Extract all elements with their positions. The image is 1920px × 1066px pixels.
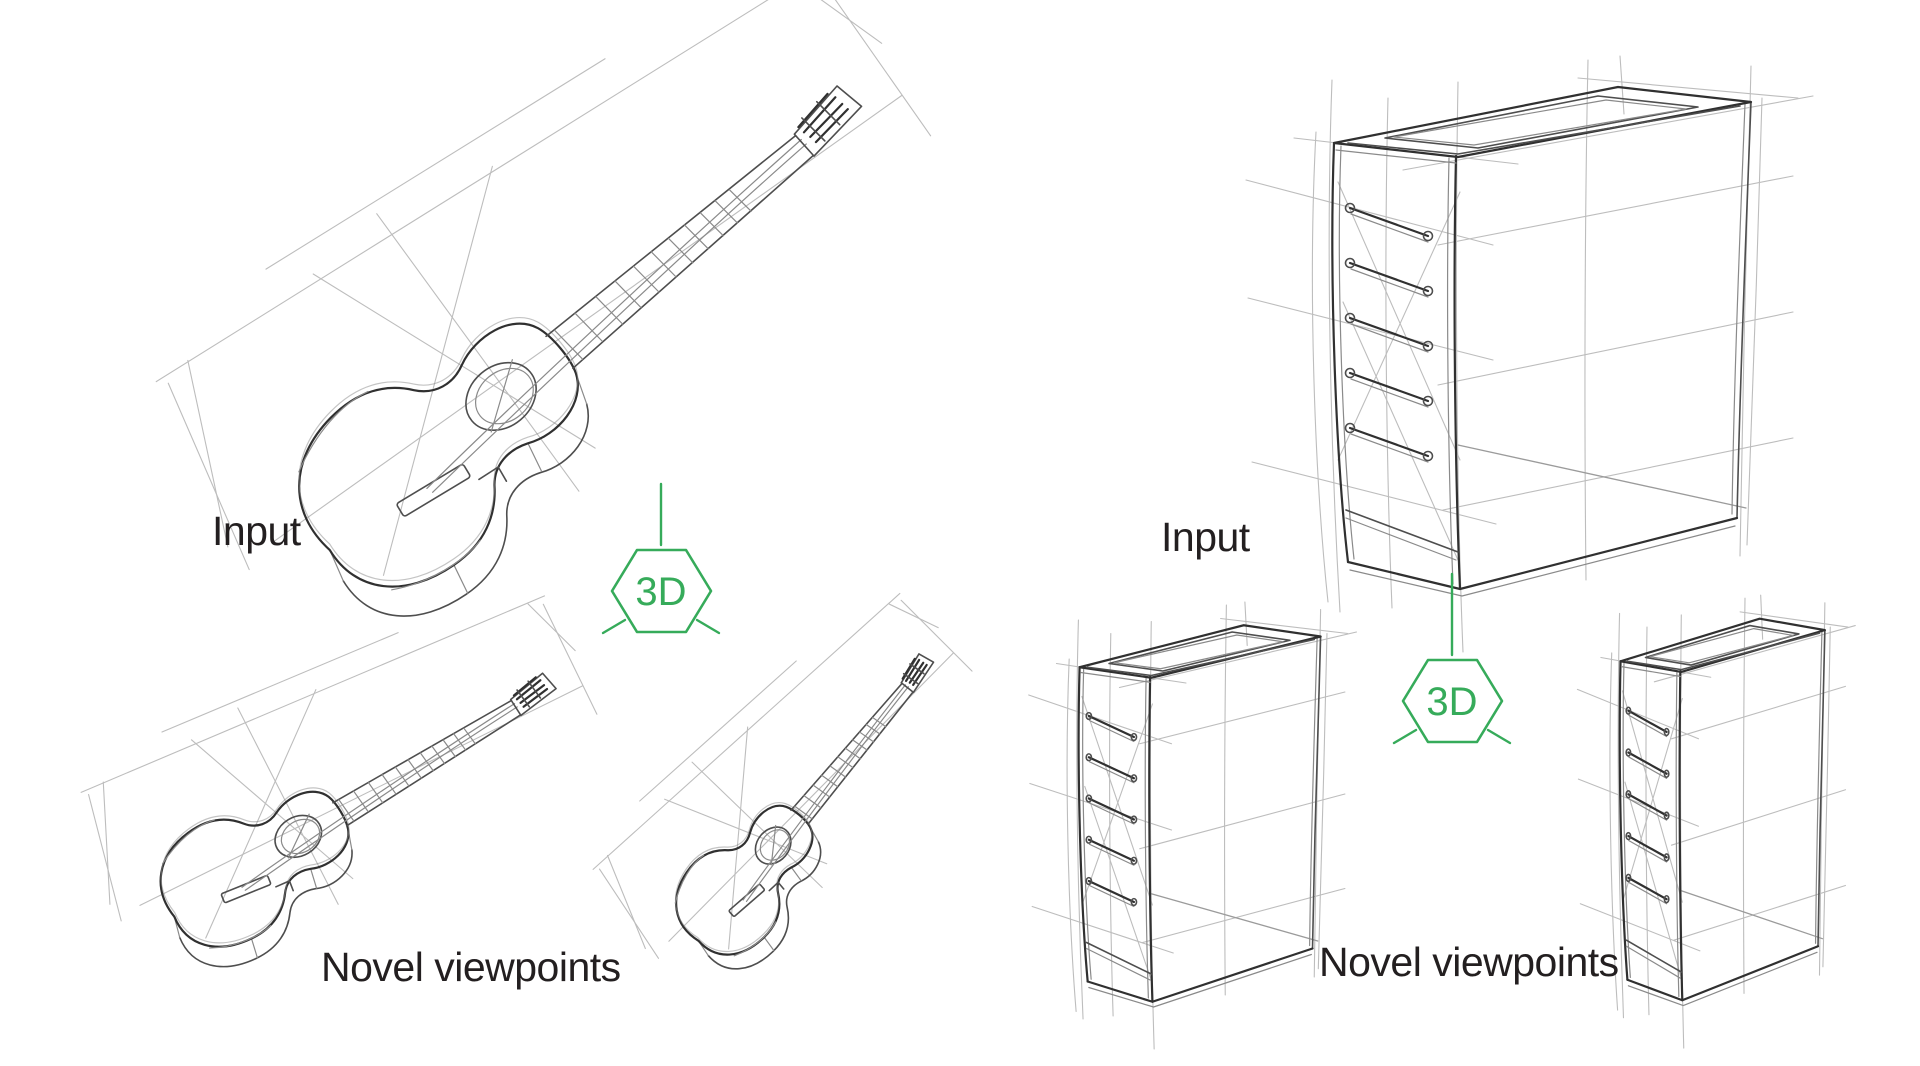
cabinet-3d-connector: 3D bbox=[1363, 574, 1541, 769]
novel-left-arrow-line-cabinet bbox=[1394, 730, 1416, 743]
3d-badge-hexagon-cabinet bbox=[1403, 660, 1502, 742]
guitar-novel-viewpoints-label: Novel viewpoints bbox=[321, 944, 621, 990]
cabinet-input-sketch bbox=[1244, 54, 1815, 654]
novel-right-arrow-icon-cabinet bbox=[1501, 733, 1541, 769]
cabinet-novel-viewpoint-1-sketch bbox=[1027, 601, 1358, 1050]
cabinet-input-label: Input bbox=[1161, 514, 1250, 560]
novel-left-arrow-icon-guitar bbox=[572, 623, 612, 659]
novel-left-arrow-icon-cabinet bbox=[1363, 733, 1403, 769]
cabinet-novel-viewpoints-label: Novel viewpoints bbox=[1319, 939, 1619, 985]
guitar-3d-connector: 3D bbox=[572, 484, 750, 659]
guitar-input-label: Input bbox=[212, 508, 301, 554]
3d-badge-hexagon-guitar bbox=[612, 550, 711, 632]
novel-right-arrow-line-guitar bbox=[697, 620, 719, 633]
guitar-input-sketch bbox=[70, 0, 1042, 759]
3d-badge-label-cabinet: 3D bbox=[1426, 680, 1477, 724]
novel-left-arrow-line-guitar bbox=[603, 620, 625, 633]
novel-right-arrow-icon-guitar bbox=[710, 623, 750, 659]
3d-badge-label-guitar: 3D bbox=[635, 570, 686, 614]
cabinet-novel-viewpoint-2-sketch bbox=[1576, 594, 1857, 1049]
novel-right-arrow-line-cabinet bbox=[1488, 730, 1510, 743]
